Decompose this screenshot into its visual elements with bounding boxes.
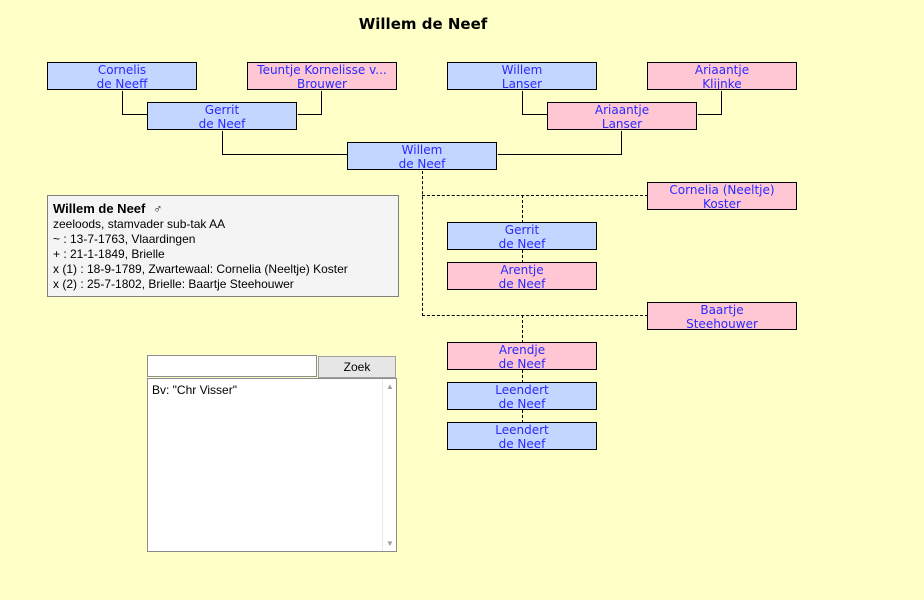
person-box-gerrit-de-neef-father[interactable]: Gerrit de Neef [147, 102, 297, 130]
person-box-willem-lanser[interactable]: Willem Lanser [447, 62, 597, 90]
connector-line [721, 91, 722, 115]
person-first-name: Willem [401, 143, 443, 157]
info-marriage-2: x (2) : 25-7-1802, Brielle: Baartje Stee… [53, 277, 294, 291]
person-surname: de Neef [498, 397, 546, 410]
person-surname: Steehouwer [686, 317, 758, 330]
person-first-name: Gerrit [204, 103, 240, 117]
connector-line [522, 370, 523, 383]
connector-line [522, 91, 523, 115]
person-box-baartje-steehouwer[interactable]: Baartje Steehouwer [647, 302, 797, 330]
person-first-name: Ariaantje [594, 103, 650, 117]
search-results-list[interactable]: Bv: "Chr Visser" ▲ ▼ [147, 378, 397, 552]
person-surname: de Neef [498, 357, 546, 370]
connector-line [522, 195, 523, 223]
connector-line [498, 154, 622, 155]
connector-line [298, 114, 322, 115]
person-first-name: Cornelis [97, 63, 147, 77]
person-surname: Klijnke [702, 77, 742, 90]
person-surname: Lanser [501, 77, 543, 90]
connector-line [522, 410, 523, 423]
person-surname: de Neef [498, 237, 546, 250]
connector-line [698, 114, 722, 115]
connector-line [122, 91, 123, 115]
person-box-cornelis-de-neeff[interactable]: Cornelis de Neeff [47, 62, 197, 90]
male-icon: ♂ [153, 202, 163, 216]
search-input[interactable] [147, 355, 317, 377]
person-box-cornelia-koster[interactable]: Cornelia (Neeltje) Koster [647, 182, 797, 210]
person-info-panel: Willem de Neef ♂ zeeloods, stamvader sub-… [47, 195, 399, 297]
person-first-name: Cornelia (Neeltje) [669, 183, 775, 197]
info-marriage-1: x (1) : 18-9-1789, Zwartewaal: Cornelia … [53, 262, 348, 276]
person-box-gerrit-de-neef-child[interactable]: Gerrit de Neef [447, 222, 597, 250]
connector-line [422, 195, 648, 196]
connector-line [621, 131, 622, 155]
person-box-leendert-de-neef-1[interactable]: Leendert de Neef [447, 382, 597, 410]
person-surname: de Neef [498, 277, 546, 290]
info-death: + : 21-1-1849, Brielle [53, 247, 165, 261]
person-box-ariaantje-klijnke[interactable]: Ariaantje Klijnke [647, 62, 797, 90]
person-surname: de Neef [198, 117, 246, 130]
person-surname: Koster [703, 197, 741, 210]
person-first-name: Gerrit [504, 223, 540, 237]
person-surname: Lanser [601, 117, 643, 130]
connector-line [222, 131, 223, 155]
connector-line [321, 91, 322, 115]
results-scrollbar[interactable]: ▲ ▼ [382, 379, 396, 551]
info-baptism: ~ : 13-7-1763, Vlaardingen [53, 232, 196, 246]
person-box-arendje-de-neef[interactable]: Arendje de Neef [447, 342, 597, 370]
person-first-name: Baartje [700, 303, 744, 317]
scroll-down-icon[interactable]: ▼ [386, 539, 394, 548]
person-surname: de Neef [498, 437, 546, 450]
person-first-name: Leendert [495, 383, 549, 397]
search-button[interactable]: Zoek [318, 356, 396, 378]
person-first-name: Arendje [498, 343, 546, 357]
person-surname: de Neef [398, 157, 446, 170]
person-box-arentje-de-neef[interactable]: Arentje de Neef [447, 262, 597, 290]
person-box-ariaantje-lanser[interactable]: Ariaantje Lanser [547, 102, 697, 130]
connector-line [522, 315, 523, 343]
person-first-name: Ariaantje [694, 63, 750, 77]
person-first-name: Willem [501, 63, 543, 77]
connector-line [522, 114, 548, 115]
person-first-name: Teuntje Kornelisse v... [257, 63, 387, 77]
info-name: Willem de Neef [53, 201, 146, 216]
info-occupation: zeeloods, stamvader sub-tak AA [53, 217, 226, 231]
person-surname: de Neeff [96, 77, 148, 90]
person-box-willem-de-neef[interactable]: Willem de Neef [347, 142, 497, 170]
search-hint: Bv: "Chr Visser" [152, 383, 237, 397]
person-box-leendert-de-neef-2[interactable]: Leendert de Neef [447, 422, 597, 450]
scroll-up-icon[interactable]: ▲ [386, 382, 394, 391]
connector-line [122, 114, 148, 115]
connector-line [222, 154, 348, 155]
person-surname: Brouwer [297, 77, 347, 90]
person-first-name: Arentje [500, 263, 544, 277]
page-title: Willem de Neef [358, 15, 488, 33]
connector-line [522, 250, 523, 263]
connector-line [422, 315, 648, 316]
person-first-name: Leendert [495, 423, 549, 437]
person-box-teuntje-brouwer[interactable]: Teuntje Kornelisse v... Brouwer [247, 62, 397, 90]
connector-line [422, 171, 423, 316]
